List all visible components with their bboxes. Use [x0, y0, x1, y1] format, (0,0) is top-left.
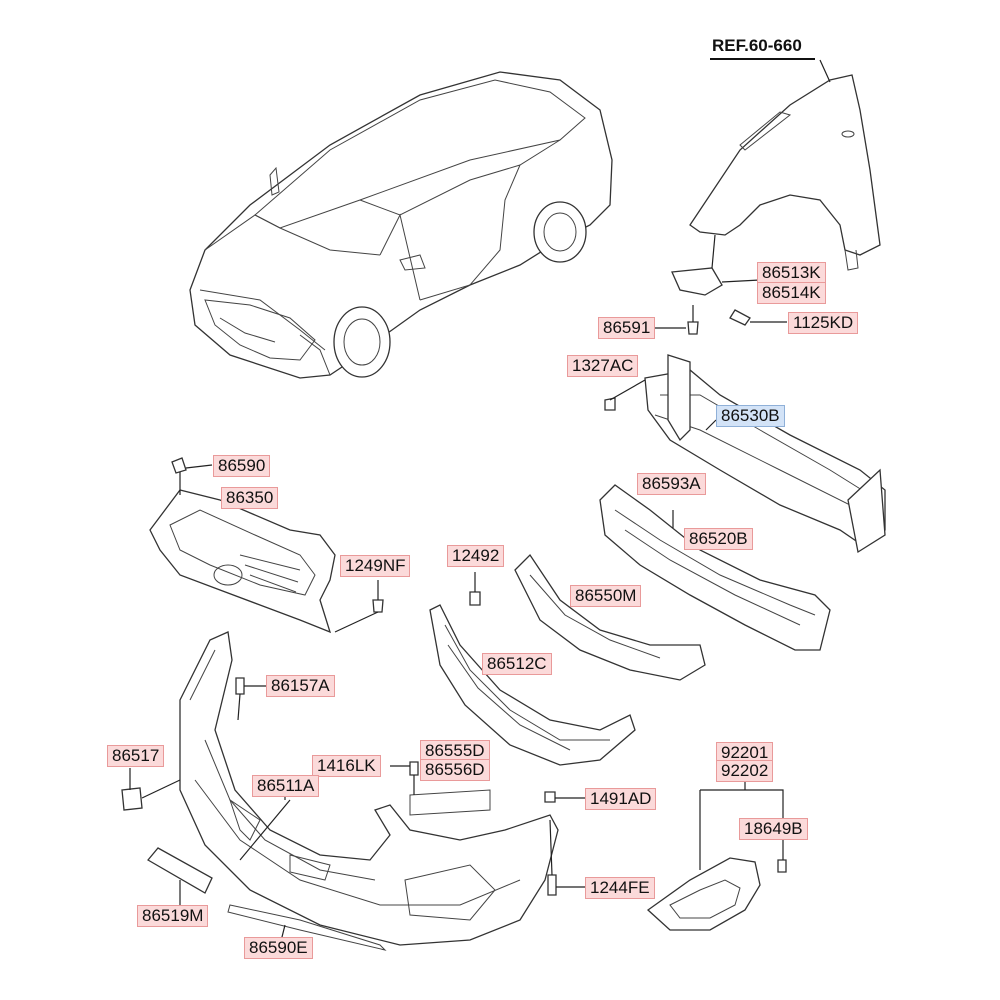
part-label-86590E[interactable]: 86590E: [244, 937, 313, 959]
part-label-12492[interactable]: 12492: [447, 545, 505, 567]
part-label-86591[interactable]: 86591: [598, 317, 656, 339]
molding-illustration: [514, 553, 706, 681]
fog-lamp-illustration: [646, 778, 787, 931]
part-label-1416LK[interactable]: 1416LK: [312, 755, 381, 777]
part-label-86593A[interactable]: 86593A: [637, 473, 706, 495]
part-label-86157A[interactable]: 86157A: [266, 675, 335, 697]
car-illustration: [189, 71, 613, 379]
part-label-86520B[interactable]: 86520B: [684, 528, 753, 550]
fender-illustration: [689, 59, 881, 271]
part-label-1491AD[interactable]: 1491AD: [585, 788, 657, 810]
part-label-1244FE[interactable]: 1244FE: [585, 877, 655, 899]
part-label-86517[interactable]: 86517: [107, 745, 165, 767]
part-label-86530B[interactable]: 86530B: [716, 405, 785, 427]
part-label-1327AC[interactable]: 1327AC: [567, 355, 639, 377]
fender-bracket-illustration: [655, 234, 787, 335]
part-label-18649B[interactable]: 18649B: [739, 818, 808, 840]
grille-illustration: [149, 457, 384, 634]
bumper-cover-illustration: [121, 631, 585, 946]
ref-fender-label[interactable]: REF.60-660: [712, 36, 802, 55]
part-label-86590[interactable]: 86590: [213, 455, 271, 477]
part-label-1249NF[interactable]: 1249NF: [340, 555, 411, 577]
part-label-1125KD[interactable]: 1125KD: [788, 312, 859, 334]
part-label-86514K[interactable]: 86514K: [757, 282, 826, 304]
part-label-92202[interactable]: 92202: [716, 760, 774, 782]
part-label-86350[interactable]: 86350: [221, 487, 279, 509]
license-bracket-illustration: [147, 847, 387, 951]
ref-underline: [710, 58, 815, 60]
part-label-86556D[interactable]: 86556D: [420, 759, 490, 781]
part-label-92201[interactable]: 92201: [716, 742, 774, 764]
part-label-86550M[interactable]: 86550M: [570, 585, 642, 607]
part-label-86555D[interactable]: 86555D: [420, 740, 490, 762]
part-label-86513K[interactable]: 86513K: [757, 262, 826, 284]
part-label-86512C[interactable]: 86512C: [482, 653, 552, 675]
absorber-illustration: [599, 484, 831, 651]
bumper-beam-illustration: [604, 354, 886, 554]
part-label-86511A[interactable]: 86511A: [252, 775, 320, 797]
lower-grille-illustration: [429, 572, 636, 766]
part-label-86519M[interactable]: 86519M: [137, 905, 209, 927]
